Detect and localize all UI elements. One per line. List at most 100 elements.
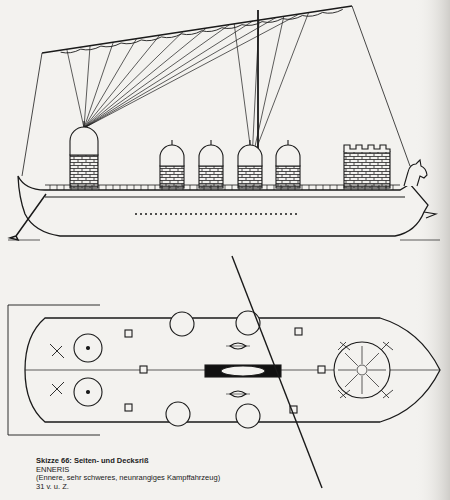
rail-post [155,185,156,190]
stern-tower [70,155,98,188]
rail-post [344,185,345,190]
bow-tower [344,152,390,188]
mast-step [205,365,281,377]
rail-post [246,185,247,190]
tower-plan [236,311,260,335]
ship-name: ENNERIS [36,466,220,475]
rigging [84,18,276,128]
hatch [295,328,302,335]
caption: Skizze 66: Seiten- und Decksriß [36,457,220,466]
rigging [61,9,343,160]
tower-plan [74,378,102,406]
rigging [234,24,252,160]
rail-post [204,185,205,190]
hatch [140,366,147,373]
rail-post [57,185,58,190]
rail-post [190,185,191,190]
small-tower [249,140,250,145]
rail-post [379,185,380,190]
rigging [84,25,230,128]
rail-post [372,185,373,190]
rail-post [218,185,219,190]
tower-plan [87,391,90,394]
rail-post [197,185,198,190]
small-tower [199,145,223,166]
rail-post [127,185,128,190]
bow-tower-plan [357,365,367,375]
rail-post [92,185,93,190]
rail-post [169,185,170,190]
rail-post [176,185,177,190]
small-tower [160,140,300,188]
oar-ports [135,213,300,215]
hatch [125,328,325,413]
yard [42,6,352,53]
bow-tower [344,145,390,152]
stern-tower [83,121,84,127]
figurehead [404,160,427,186]
rail-post [78,185,79,190]
bow-tower-plan [334,342,390,398]
rail-post [232,185,233,190]
rail-post [225,185,226,190]
rail-post [295,185,296,190]
rail [45,185,400,186]
rail-post [365,185,366,190]
rail-post [288,185,289,190]
rigging [61,9,343,53]
rigging [84,39,137,128]
rail-post [85,185,86,190]
small-tower [287,140,288,145]
rail-post [351,185,352,190]
rail-post [99,185,100,190]
hatch [318,366,325,373]
rigging [252,13,309,160]
bow-tower-plan [366,353,379,366]
wale [45,196,405,197]
rigging [67,49,84,128]
bow-tower-plan [366,374,379,387]
bow-tower-plan [362,346,363,364]
rail-post [358,185,359,190]
rail-post [386,185,387,190]
hatch [125,330,132,337]
rail-post [120,185,121,190]
deck-plan [8,256,440,488]
tower-plan [87,347,90,350]
rigging [84,46,90,128]
bow-tower-plan [345,353,358,366]
ram [424,212,436,218]
rigging [84,21,253,128]
stern-tower [70,127,98,155]
rail-post [316,185,317,190]
small-tower [210,140,211,145]
rail-post [309,185,310,190]
rail-post [134,185,135,190]
tower-plan [74,334,102,362]
deck-fitting [226,343,250,397]
anchor [50,342,393,398]
bow-tower [344,145,390,188]
caption-block: Skizze 66: Seiten- und DecksrißENNERIS(E… [36,457,220,491]
rail-post [337,185,338,190]
hatch [125,404,132,411]
small-tower [238,145,262,166]
page-gutter [415,0,450,500]
waterline [8,240,440,241]
caption-line: (Ennere, sehr schweres, neunrangiges Kam… [36,474,220,483]
tower-plan [166,402,190,426]
small-tower [160,145,184,166]
rail-post [71,185,72,190]
rail-post [64,185,65,190]
rigging [84,35,160,128]
rail-post [183,185,184,190]
stern-tower [70,121,98,188]
rail-post [50,185,393,190]
rail-post [267,185,268,190]
rail-post [330,185,331,190]
rail-post [113,185,114,190]
anchor [338,342,393,398]
forestay [352,6,410,166]
